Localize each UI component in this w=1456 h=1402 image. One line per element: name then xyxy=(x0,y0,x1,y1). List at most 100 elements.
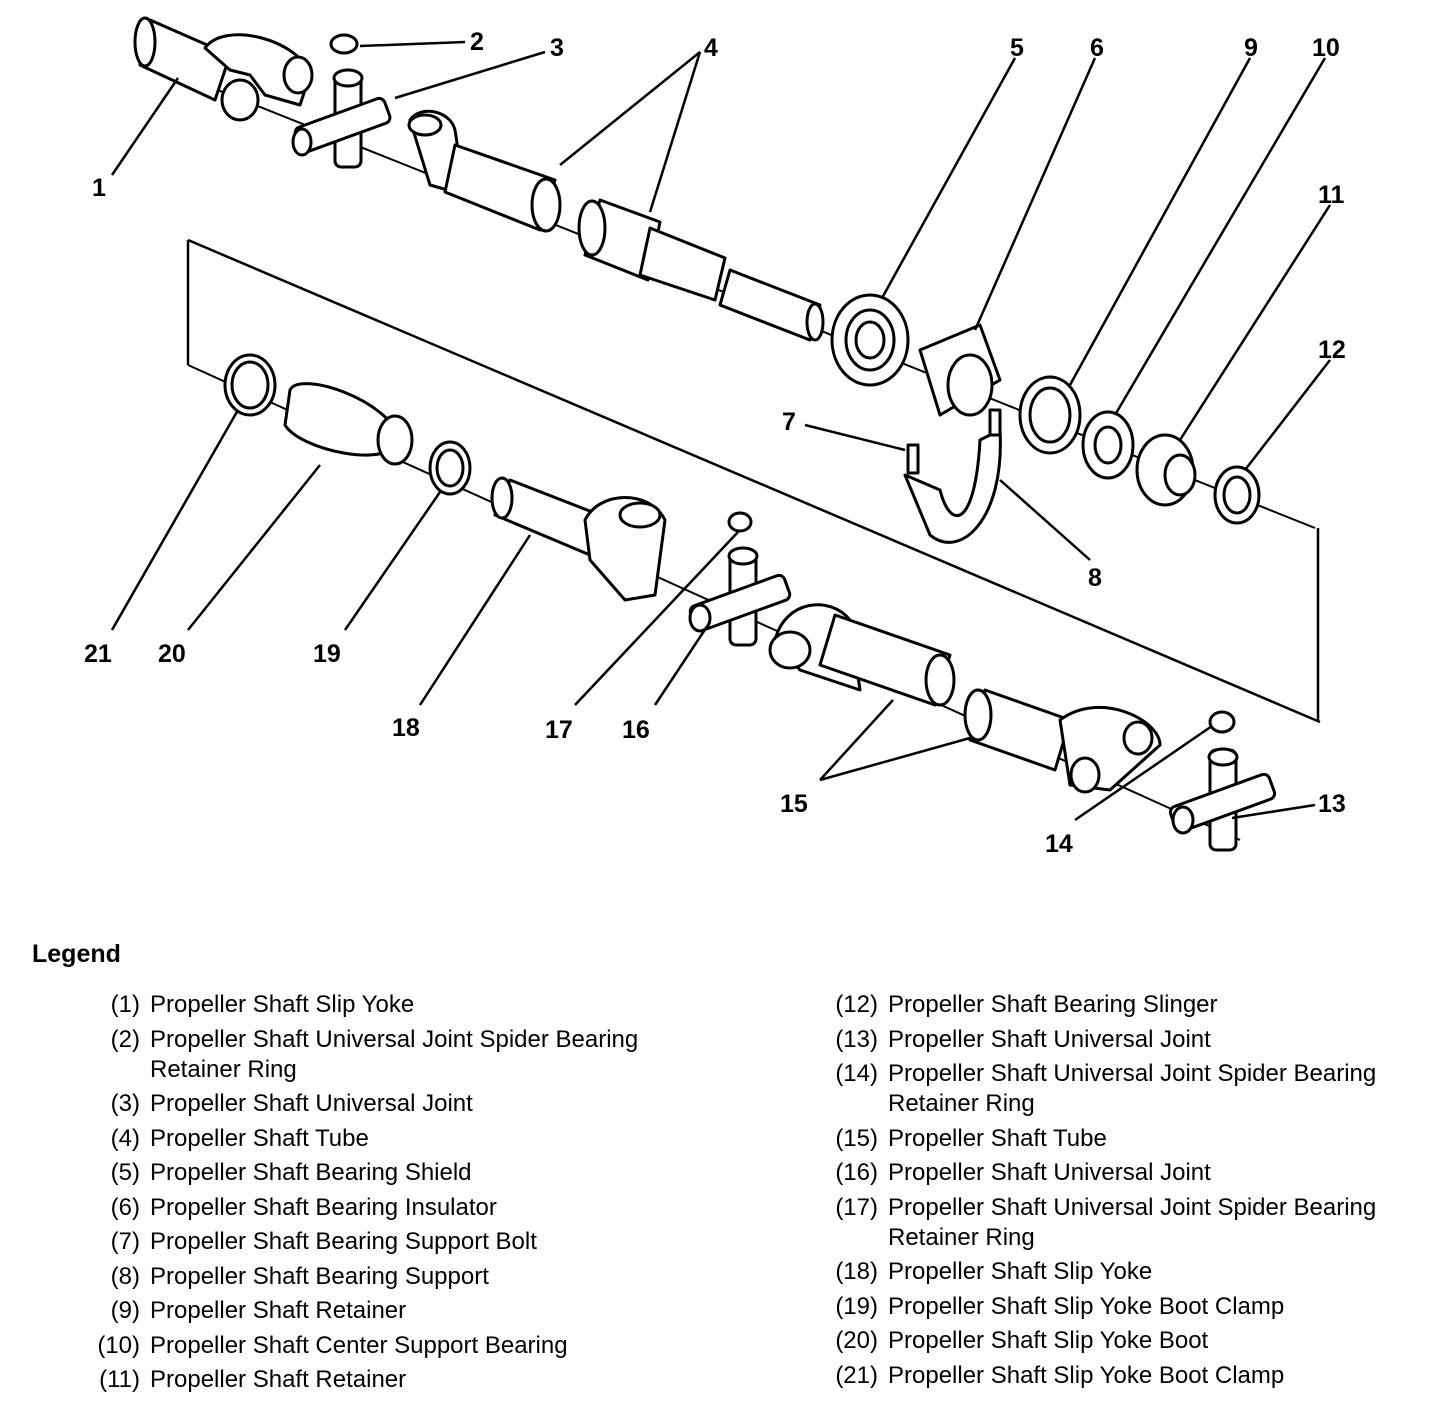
legend-item-text: Propeller Shaft Slip Yoke Boot Clamp xyxy=(888,1361,1285,1389)
legend-item-text: Propeller Shaft Bearing Slinger xyxy=(888,991,1218,1018)
callout-19: 19 xyxy=(313,640,341,668)
legend-item: (12) Propeller Shaft Bearing Slinger xyxy=(798,990,1418,1020)
bearing-slinger-12 xyxy=(1213,465,1261,525)
legend-left-column: (1)Propeller Shaft Slip Yoke (2) Propelle… xyxy=(60,990,720,1400)
legend-item: (8) Propeller Shaft Bearing Support xyxy=(60,1262,720,1292)
legend-item: (14)Propeller Shaft Universal Joint Spid… xyxy=(798,1059,1418,1119)
shaft-tube-15 xyxy=(768,603,1162,794)
legend-item-text: Propeller Shaft Tube xyxy=(888,1124,1107,1152)
legend-item: (19)Propeller Shaft Slip Yoke Boot Clamp xyxy=(798,1292,1418,1322)
callout-10: 10 xyxy=(1312,34,1340,62)
slip-yoke-1 xyxy=(133,16,314,122)
callout-7: 7 xyxy=(782,408,796,436)
legend-item: (10) Propeller Shaft Center Support Beari… xyxy=(60,1331,720,1361)
legend-item: (21) Propeller Shaft Slip Yoke Boot Clamp xyxy=(798,1361,1418,1391)
legend-item: (4) Propeller Shaft Tube xyxy=(60,1124,720,1154)
legend-item: (18) Propeller Shaft Slip Yoke xyxy=(798,1257,1418,1287)
legend-item: (20) Propeller Shaft Slip Yoke Boot xyxy=(798,1326,1418,1356)
legend-item: (2) Propeller Shaft Universal Joint Spide… xyxy=(60,1025,720,1085)
legend-item: (17) Propeller Shaft Universal Joint Spid… xyxy=(798,1193,1418,1253)
bearing-shield-5 xyxy=(830,293,910,387)
legend-item-text: Propeller Shaft Universal Joint xyxy=(888,1159,1211,1186)
boot-clamp-21 xyxy=(223,353,277,417)
legend-item-number: (20) xyxy=(835,1327,878,1354)
callout-12: 12 xyxy=(1318,336,1346,364)
legend-item: (15)Propeller Shaft Tube xyxy=(798,1124,1418,1154)
retainer-11 xyxy=(1135,433,1197,507)
legend-item-number: (12) xyxy=(835,991,878,1018)
legend-item-number: (5) xyxy=(110,1159,140,1186)
legend-item: (7) Propeller Shaft Bearing Support Bolt xyxy=(60,1227,720,1257)
legend-item-number: (21) xyxy=(835,1361,878,1389)
legend-item-text: Propeller Shaft Slip Yoke xyxy=(888,1258,1153,1285)
bearing-support-bolt-7 xyxy=(906,443,920,475)
leader-lines xyxy=(110,40,1332,822)
bearing-support-8 xyxy=(903,408,1002,544)
callout-labels: 1 2 3 4 5 6 7 8 9 10 11 12 13 14 15 16 1… xyxy=(84,28,1346,858)
legend-item-text: Propeller Shaft Bearing Shield xyxy=(150,1159,472,1186)
callout-9: 9 xyxy=(1244,34,1258,62)
legend-item-number: (13) xyxy=(835,1025,878,1053)
callout-18: 18 xyxy=(392,714,420,742)
callout-3: 3 xyxy=(550,34,564,62)
legend-item-number: (11) xyxy=(99,1366,140,1393)
retainer-9 xyxy=(1018,375,1082,455)
legend-item: (1)Propeller Shaft Slip Yoke xyxy=(60,990,720,1020)
legend-item-number: (8) xyxy=(110,1262,140,1290)
universal-joint-16 xyxy=(688,546,792,647)
legend-item-text: Propeller Shaft Slip Yoke Boot Clamp xyxy=(888,1292,1285,1320)
callout-4: 4 xyxy=(704,34,718,62)
callout-20: 20 xyxy=(158,640,186,668)
bearing-insulator-6 xyxy=(918,323,1002,417)
legend-item-number: (7) xyxy=(110,1228,140,1255)
legend-item-text: Propeller Shaft Bearing Insulator xyxy=(150,1193,497,1221)
universal-joint-13 xyxy=(1168,747,1277,852)
retainer-ring-14 xyxy=(1208,710,1236,734)
center-support-bearing-10 xyxy=(1081,410,1135,480)
callout-8: 8 xyxy=(1088,564,1102,592)
shaft-tube-4-rear xyxy=(577,198,825,342)
callout-14: 14 xyxy=(1045,830,1073,858)
legend-item-number: (9) xyxy=(110,1297,140,1324)
legend-item-text: Propeller Shaft Slip Yoke xyxy=(150,991,415,1018)
legend-item-text: Propeller Shaft Universal Joint Spider B… xyxy=(888,1193,1377,1251)
legend-item: (5) Propeller Shaft Bearing Shield xyxy=(60,1158,720,1188)
shaft-tube-4-front xyxy=(407,109,562,233)
legend-item-number: (16) xyxy=(835,1159,878,1186)
legend-item: (16) Propeller Shaft Universal Joint xyxy=(798,1158,1418,1188)
legend-item-text: Propeller Shaft Universal Joint Spider B… xyxy=(150,1025,639,1083)
callout-5: 5 xyxy=(1010,34,1024,62)
callout-1: 1 xyxy=(92,174,106,202)
callout-2: 2 xyxy=(470,28,484,56)
legend-item-text: Propeller Shaft Slip Yoke Boot xyxy=(888,1327,1209,1354)
legend-item: (9) Propeller Shaft Retainer xyxy=(60,1296,720,1326)
legend-item-number: (4) xyxy=(110,1124,140,1152)
legend-item-number: (6) xyxy=(110,1193,140,1221)
legend-item-text: Propeller Shaft Universal Joint Spider B… xyxy=(888,1060,1377,1117)
legend-item-number: (17) xyxy=(835,1193,878,1221)
exploded-view-diagram: 1 2 3 4 5 6 7 8 9 10 11 12 13 14 15 16 1… xyxy=(84,16,1346,858)
legend-item-text: Propeller Shaft Retainer xyxy=(150,1297,407,1324)
callout-15: 15 xyxy=(780,790,808,818)
legend-item-number: (3) xyxy=(110,1090,140,1117)
legend-item: (6) Propeller Shaft Bearing Insulator xyxy=(60,1193,720,1223)
legend-right-column: (12) Propeller Shaft Bearing Slinger (13)… xyxy=(798,990,1418,1395)
boot-clamp-19 xyxy=(428,440,472,496)
legend-item: (11) Propeller Shaft Retainer xyxy=(60,1365,720,1395)
legend-item-text: Propeller Shaft Bearing Support xyxy=(150,1262,489,1290)
legend-item-number: (10) xyxy=(97,1331,140,1359)
callout-21: 21 xyxy=(84,640,112,668)
callout-17: 17 xyxy=(545,716,573,744)
callout-16: 16 xyxy=(622,716,650,744)
legend-item-text: Propeller Shaft Tube xyxy=(150,1124,369,1152)
legend-item-text: Propeller Shaft Center Support Bearing xyxy=(150,1331,568,1359)
legend-item-number: (18) xyxy=(835,1258,878,1285)
legend-item-text: Propeller Shaft Universal Joint xyxy=(150,1090,473,1117)
callout-11: 11 xyxy=(1318,181,1345,209)
legend-item-number: (2) xyxy=(110,1025,140,1053)
callout-13: 13 xyxy=(1318,790,1346,818)
retainer-ring-2 xyxy=(329,33,359,55)
universal-joint-3 xyxy=(291,68,392,169)
legend-item-text: Propeller Shaft Retainer xyxy=(150,1366,407,1393)
legend-item-text: Propeller Shaft Bearing Support Bolt xyxy=(150,1228,537,1255)
